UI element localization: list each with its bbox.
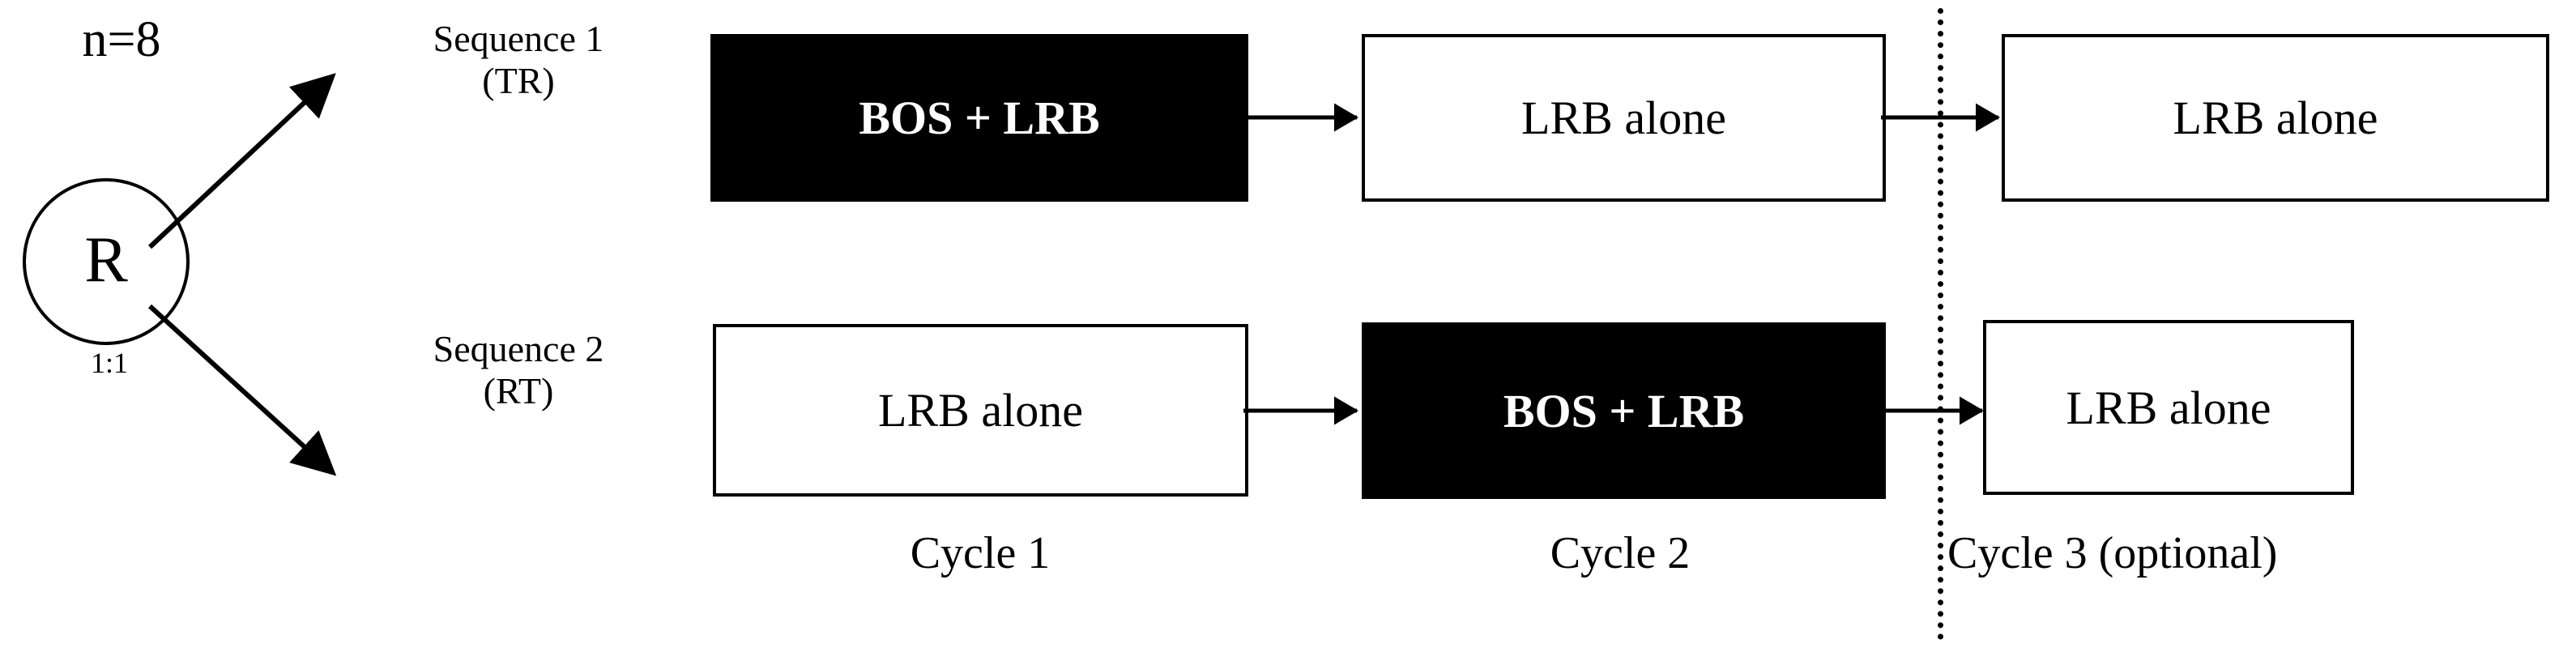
treatment-box-label: LRB alone xyxy=(878,384,1083,437)
treatment-box-sequence1-cycle2: LRB alone xyxy=(1362,34,1886,202)
sequence-2-label: Sequence 2 (RT) xyxy=(356,328,680,411)
flow-arrow-row1-cycle2-to-cycle3 xyxy=(1881,103,2001,132)
randomisation-branch-arrows xyxy=(147,73,337,476)
cycle-3-caption: Cycle 3 (optional) xyxy=(1947,528,2278,578)
treatment-box-label: BOS + LRB xyxy=(1503,384,1745,437)
cycle-1-caption: Cycle 1 xyxy=(910,528,1051,578)
cycle-2-caption: Cycle 2 xyxy=(1550,528,1691,578)
treatment-box-sequence2-cycle3: LRB alone xyxy=(1983,320,2354,495)
sequence-2-code: (RT) xyxy=(483,369,554,411)
treatment-box-sequence2-cycle2: BOS + LRB xyxy=(1362,322,1886,499)
branch-arrow-sequence-1 xyxy=(147,73,336,249)
flow-arrow-row1-cycle1-to-cycle2 xyxy=(1243,103,1359,132)
sequence-1-code: (TR) xyxy=(482,59,555,101)
treatment-box-label: BOS + LRB xyxy=(859,92,1100,144)
treatment-box-sequence1-cycle3: LRB alone xyxy=(2002,34,2549,202)
branch-arrow-sequence-2 xyxy=(147,304,337,476)
randomisation-node: R xyxy=(23,178,190,345)
treatment-box-label: LRB alone xyxy=(2173,92,2378,144)
treatment-box-sequence2-cycle1: LRB alone xyxy=(713,324,1248,497)
sequence-2-name: Sequence 2 xyxy=(433,328,604,369)
sequence-1-name: Sequence 1 xyxy=(433,18,604,59)
treatment-box-label: LRB alone xyxy=(1521,92,1726,144)
randomisation-node-letter: R xyxy=(84,224,128,296)
allocation-ratio-label: 1:1 xyxy=(90,347,128,379)
treatment-box-label: LRB alone xyxy=(2066,381,2271,434)
flow-arrow-row2-cycle2-to-cycle3 xyxy=(1881,396,1985,425)
treatment-box-sequence1-cycle1: BOS + LRB xyxy=(710,34,1248,202)
sample-size-label: n=8 xyxy=(82,12,161,67)
sequence-1-label: Sequence 1 (TR) xyxy=(356,18,680,101)
optional-cycle-divider xyxy=(1938,8,1943,640)
flow-arrow-row2-cycle1-to-cycle2 xyxy=(1243,396,1359,425)
